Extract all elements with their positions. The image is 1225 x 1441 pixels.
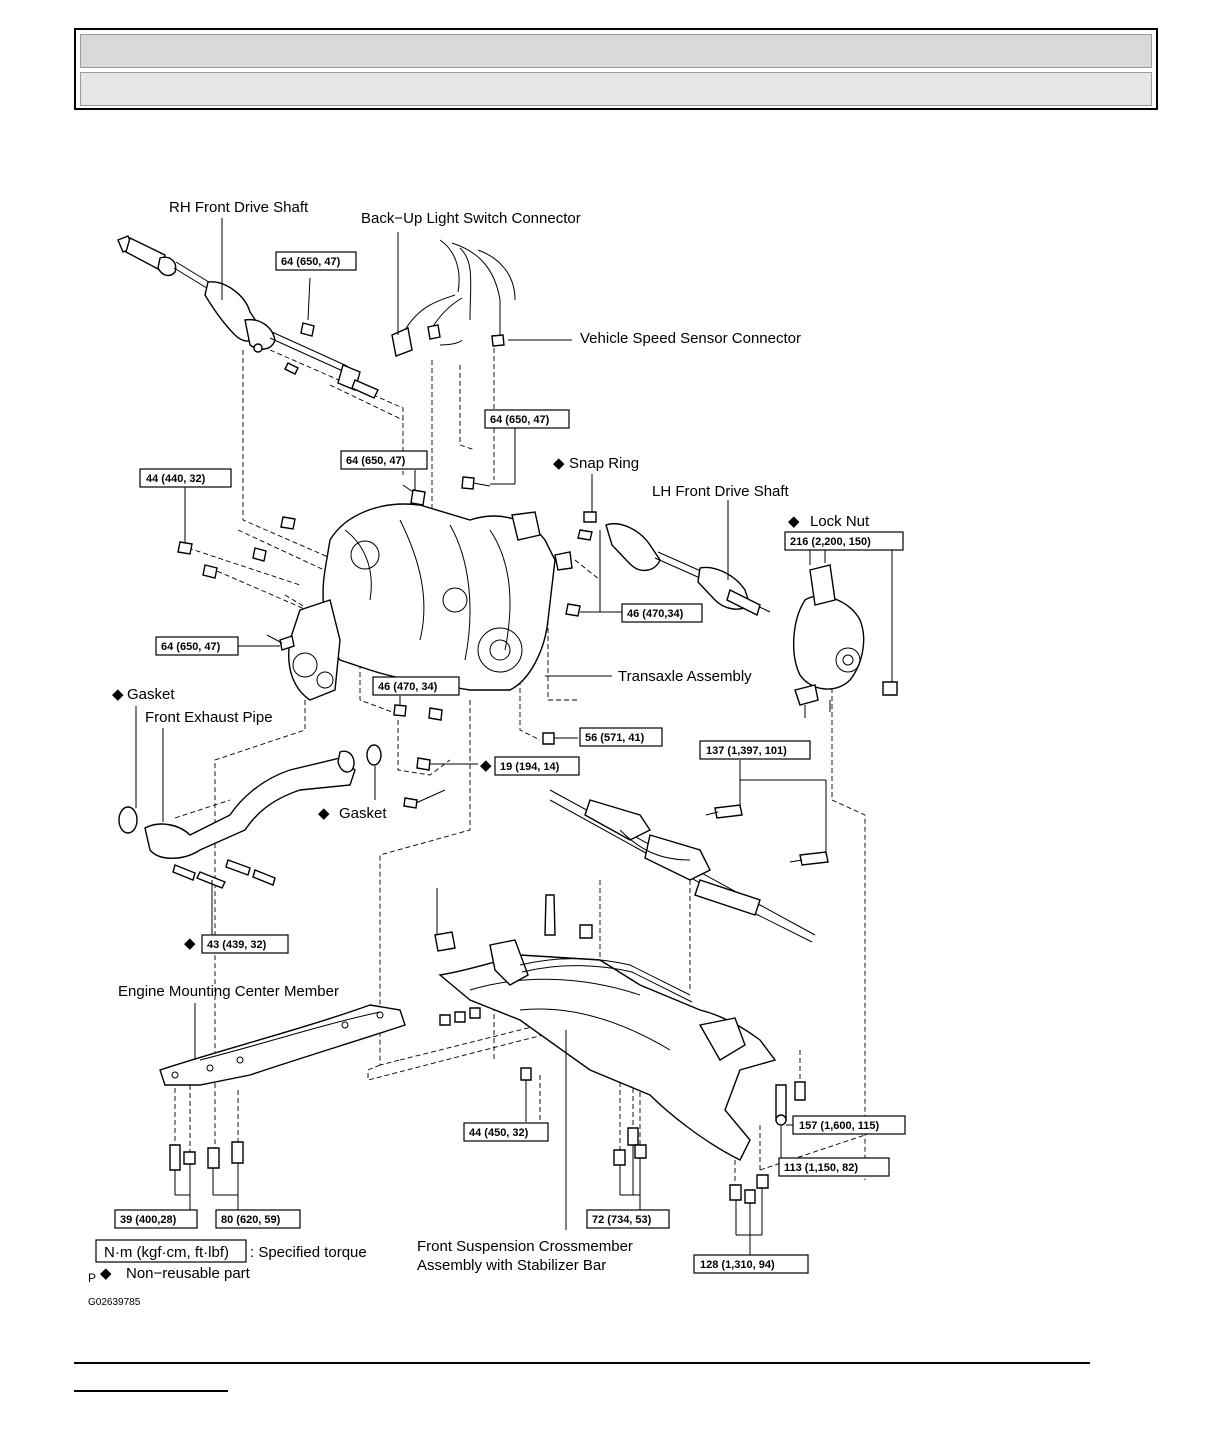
legend-diamond-symbol: ◆ xyxy=(100,1265,112,1282)
transaxle-bolts xyxy=(177,476,597,809)
label-crossmember-line2: Assembly with Stabilizer Bar xyxy=(417,1257,606,1274)
torque-box-t9: 56 (571, 41) xyxy=(579,727,663,747)
legend: N·m (kgf·cm, ft·lbf) : Specified torque … xyxy=(88,1239,367,1308)
torque-box-t7: 64 (650, 47) xyxy=(155,636,239,656)
transaxle-assembly xyxy=(288,503,573,701)
svg-text:113 (1,150, 82): 113 (1,150, 82) xyxy=(784,1162,858,1174)
torque-box-t10: 137 (1,397, 101) xyxy=(699,740,811,760)
svg-text:64 (650, 47): 64 (650, 47) xyxy=(346,455,406,467)
label-crossmember-line1: Front Suspension Crossmember xyxy=(417,1238,633,1255)
t11-nonreusable-symbol: ◆ xyxy=(480,757,492,774)
label-engine-mounting-center-member: Engine Mounting Center Member xyxy=(118,983,339,1000)
svg-text:72 (734, 53): 72 (734, 53) xyxy=(592,1214,652,1226)
label-gasket-mid-symbol: ◆ xyxy=(318,805,330,822)
label-vehicle-speed-sensor: Vehicle Speed Sensor Connector xyxy=(580,330,801,347)
svg-text:46 (470, 34): 46 (470, 34) xyxy=(378,681,438,693)
torque-box-t1: 64 (650, 47) xyxy=(275,251,357,271)
svg-text:44 (450, 32): 44 (450, 32) xyxy=(469,1127,529,1139)
label-lock-nut-symbol: ◆ xyxy=(788,513,800,530)
svg-text:43 (439, 32): 43 (439, 32) xyxy=(207,939,267,951)
legend-p: P xyxy=(88,1271,96,1285)
svg-text:157 (1,600, 115): 157 (1,600, 115) xyxy=(799,1120,879,1132)
label-snap-ring-symbol: ◆ xyxy=(553,455,565,472)
steering-knuckle-hub xyxy=(792,540,898,718)
torque-box-t15: 113 (1,150, 82) xyxy=(778,1157,890,1177)
torque-box-t4: 44 (440, 32) xyxy=(139,468,232,488)
svg-text:56 (571, 41): 56 (571, 41) xyxy=(585,732,645,744)
svg-text:128 (1,310, 94): 128 (1,310, 94) xyxy=(700,1259,775,1271)
wiring-harness xyxy=(391,239,516,357)
torque-box-t12: 43 (439, 32) xyxy=(201,934,289,954)
lower-bolts xyxy=(169,1081,806,1204)
svg-text:216 (2,200, 150): 216 (2,200, 150) xyxy=(790,536,871,548)
svg-text:19 (194, 14): 19 (194, 14) xyxy=(500,761,560,773)
steering-rack xyxy=(549,789,829,943)
label-gasket-mid: Gasket xyxy=(339,805,387,822)
svg-text:39 (400,28): 39 (400,28) xyxy=(120,1214,177,1226)
svg-text:137 (1,397, 101): 137 (1,397, 101) xyxy=(706,745,787,757)
header-subtitle-bar xyxy=(80,72,1152,106)
label-front-exhaust-pipe: Front Exhaust Pipe xyxy=(145,709,273,726)
header-frame xyxy=(74,28,1158,110)
svg-text:46 (470,34): 46 (470,34) xyxy=(627,608,684,620)
label-snap-ring: Snap Ring xyxy=(569,455,639,472)
torque-box-t18: 72 (734, 53) xyxy=(586,1209,670,1229)
torque-box-t3: 64 (650, 47) xyxy=(340,450,428,470)
figure-code: G02639785 xyxy=(88,1297,141,1308)
engine-mounting-center-member xyxy=(159,1004,406,1086)
leader-lines xyxy=(135,218,827,1255)
label-backup-light-switch: Back−Up Light Switch Connector xyxy=(361,210,581,227)
torque-box-t8: 46 (470, 34) xyxy=(372,676,460,696)
torque-box-t19: 128 (1,310, 94) xyxy=(693,1254,809,1274)
svg-text:64 (650, 47): 64 (650, 47) xyxy=(490,414,550,426)
front-exhaust-pipe xyxy=(118,744,382,889)
front-suspension-crossmember xyxy=(434,888,777,1161)
svg-text:80 (620, 59): 80 (620, 59) xyxy=(221,1214,281,1226)
footer-short-rule xyxy=(74,1390,228,1392)
label-lock-nut: Lock Nut xyxy=(810,513,870,530)
torque-box-t14: 157 (1,600, 115) xyxy=(792,1115,906,1135)
label-transaxle-assembly: Transaxle Assembly xyxy=(618,668,752,685)
header-title-bar xyxy=(80,34,1152,68)
torque-box-t16: 39 (400,28) xyxy=(114,1209,198,1229)
legend-specified-torque: : Specified torque xyxy=(250,1244,367,1261)
svg-text:44 (440, 32): 44 (440, 32) xyxy=(146,473,206,485)
torque-box-t5: 216 (2,200, 150) xyxy=(784,531,904,551)
torque-box-t2: 64 (650, 47) xyxy=(484,409,570,429)
legend-units: N·m (kgf·cm, ft·lbf) xyxy=(104,1244,229,1261)
legend-non-reusable: Non−reusable part xyxy=(126,1265,251,1282)
svg-text:64 (650, 47): 64 (650, 47) xyxy=(281,256,341,268)
torque-box-t17: 80 (620, 59) xyxy=(215,1209,301,1229)
torque-box-t6: 46 (470,34) xyxy=(621,603,703,623)
label-lh-drive-shaft: LH Front Drive Shaft xyxy=(652,483,790,500)
footer-rule xyxy=(74,1362,1090,1364)
label-gasket-left: Gasket xyxy=(127,686,175,703)
label-rh-drive-shaft: RH Front Drive Shaft xyxy=(169,199,309,216)
torque-box-t11: 19 (194, 14) xyxy=(494,756,580,776)
label-gasket-left-symbol: ◆ xyxy=(112,686,124,703)
svg-text:64 (650, 47): 64 (650, 47) xyxy=(161,641,221,653)
t12-nonreusable-symbol: ◆ xyxy=(184,935,196,952)
rh-drive-shaft xyxy=(117,235,379,399)
lh-drive-shaft xyxy=(605,523,771,616)
torque-box-t13: 44 (450, 32) xyxy=(463,1122,549,1142)
